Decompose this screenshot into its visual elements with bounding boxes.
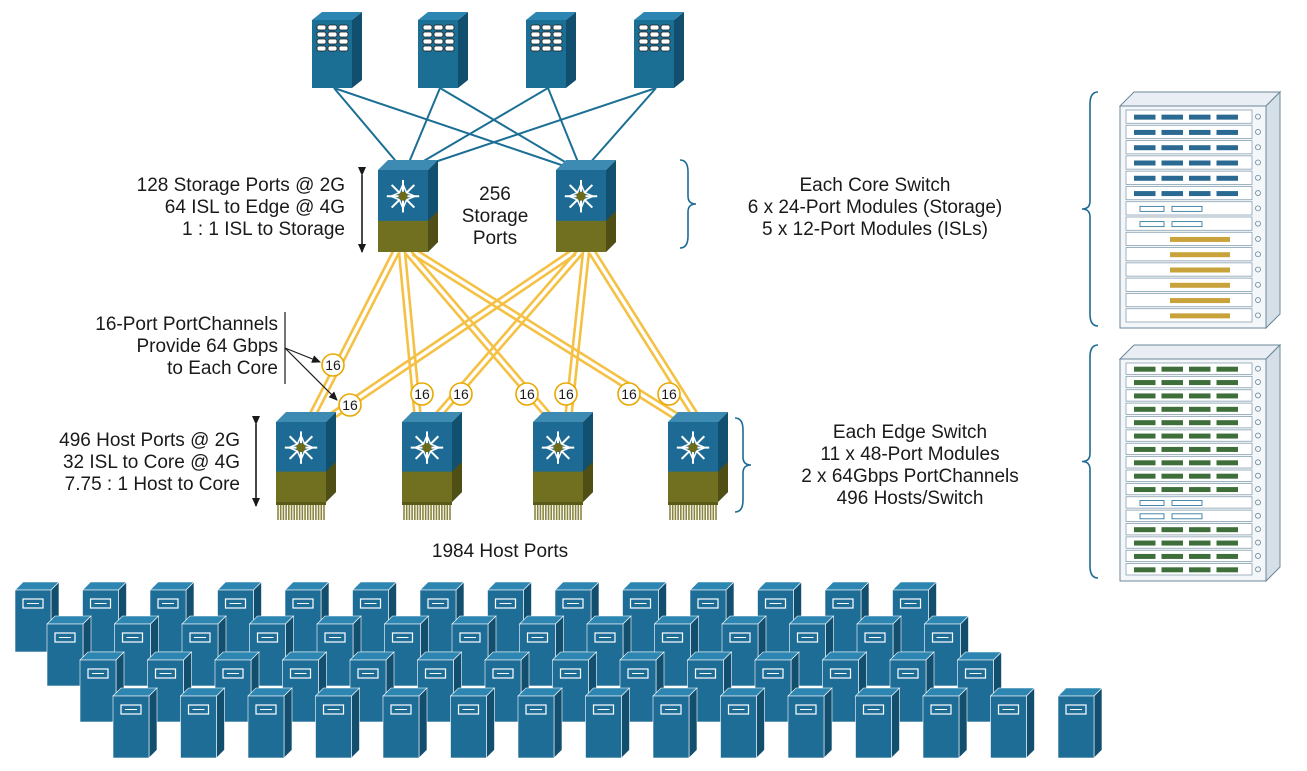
edge-switch-2 bbox=[402, 412, 462, 520]
host-server-29 bbox=[79, 651, 125, 723]
svg-text:16: 16 bbox=[414, 386, 430, 402]
storage-link-1-2 bbox=[333, 87, 583, 173]
edge-switch-spec-title: Each Edge Switch bbox=[832, 422, 988, 443]
edge-switch-spec-line-3: 2 x 64Gbps PortChannels bbox=[801, 466, 1019, 487]
core-switch-2 bbox=[556, 160, 616, 252]
portchannel-note-line-3: to Each Core bbox=[167, 358, 278, 379]
core-chassis-brace bbox=[1081, 91, 1099, 327]
devices-group bbox=[276, 12, 728, 520]
chassis-group bbox=[1118, 90, 1282, 583]
svg-text:16: 16 bbox=[519, 386, 535, 402]
core-switch-spec-line-3: 5 x 12-Port Modules (ISLs) bbox=[762, 219, 988, 240]
storage-ports-label: 256 Storage Ports bbox=[440, 184, 550, 250]
host-server-54 bbox=[854, 687, 901, 759]
edge-switch-spec-line-2: 11 x 48-Port Modules bbox=[820, 444, 1000, 465]
isl-link-core1-edge1 bbox=[306, 250, 400, 422]
host-server-44 bbox=[179, 687, 226, 759]
svg-text:16: 16 bbox=[453, 386, 469, 402]
storage-ports-unit: Ports bbox=[472, 228, 518, 249]
core-switch-spec-title: Each Core Switch bbox=[799, 175, 951, 196]
core-annotation: 128 Storage Ports @ 2G 64 ISL to Edge @ … bbox=[60, 175, 345, 241]
edge-switch-spec-line-4: 496 Hosts/Switch bbox=[836, 488, 984, 509]
storage-link-3-1 bbox=[404, 87, 549, 173]
storage-link-2-1 bbox=[404, 87, 441, 173]
svg-text:16: 16 bbox=[342, 397, 358, 413]
host-server-49 bbox=[517, 687, 563, 759]
svg-text:16: 16 bbox=[558, 386, 574, 402]
core-brace bbox=[679, 159, 697, 249]
core-annotation-line-1: 128 Storage Ports @ 2G bbox=[136, 175, 345, 196]
portchannel-badges-group: 16 16 16 16 16 16 16 16 bbox=[321, 353, 681, 417]
core-switch-1 bbox=[378, 160, 438, 252]
edge-switch-3 bbox=[533, 412, 593, 520]
host-server-52 bbox=[719, 687, 766, 759]
host-server-50 bbox=[584, 687, 631, 759]
portchannel-note: 16-Port PortChannels Provide 64 Gbps to … bbox=[50, 314, 278, 380]
host-server-45 bbox=[247, 687, 293, 759]
edge-switch-1 bbox=[276, 412, 336, 520]
host-server-55 bbox=[922, 687, 968, 759]
edge-annotation-line-1: 496 Host Ports @ 2G bbox=[59, 430, 240, 451]
isl-link-core2-edge4 bbox=[588, 249, 702, 423]
portchannel-arrow-2 bbox=[284, 347, 338, 401]
isl-link-core2-edge1 bbox=[323, 248, 577, 424]
edge-annotation-line-2: 32 ISL to Core @ 4G bbox=[62, 452, 240, 473]
core-annotation-line-2: 64 ISL to Edge @ 4G bbox=[164, 197, 345, 218]
host-server-53 bbox=[787, 687, 833, 759]
portchannel-note-line-2: Provide 64 Gbps bbox=[136, 336, 278, 357]
portchannel-note-line-1: 16-Port PortChannels bbox=[95, 314, 278, 335]
host-server-18 bbox=[248, 615, 295, 687]
storage-link-2-2 bbox=[439, 87, 583, 173]
portchannel-badge-3: 16 bbox=[410, 382, 434, 406]
host-servers-group bbox=[14, 581, 1103, 759]
annotation-arrows-group bbox=[252, 91, 1099, 579]
edge-switch-spec: Each Edge Switch 11 x 48-Port Modules 2 … bbox=[760, 422, 1060, 510]
portchannel-badge-1: 16 bbox=[321, 353, 345, 377]
host-server-47 bbox=[382, 687, 428, 759]
svg-text:16: 16 bbox=[621, 386, 637, 402]
portchannel-badge-8: 16 bbox=[657, 382, 681, 406]
edge-brace bbox=[734, 417, 752, 513]
storage-ports-count: 256 bbox=[479, 184, 511, 205]
host-server-15 bbox=[46, 615, 92, 687]
portchannel-badge-5: 16 bbox=[515, 382, 539, 406]
links-group bbox=[306, 87, 702, 424]
svg-text:16: 16 bbox=[661, 386, 677, 402]
host-server-43 bbox=[112, 687, 158, 759]
host-server-56 bbox=[989, 687, 1036, 759]
storage-link-1-1 bbox=[333, 87, 406, 173]
core-switch-spec-line-2: 6 x 24-Port Modules (Storage) bbox=[747, 197, 1003, 218]
portchannel-badge-7: 16 bbox=[617, 382, 641, 406]
host-server-51 bbox=[652, 687, 698, 759]
portchannel-arrow-1 bbox=[284, 347, 321, 363]
storage-link-4-1 bbox=[404, 87, 657, 173]
storage-array-4 bbox=[634, 12, 684, 88]
host-ports-label: 1984 Host Ports bbox=[431, 541, 569, 562]
host-server-46 bbox=[314, 687, 361, 759]
edge-annotation: 496 Host Ports @ 2G 32 ISL to Core @ 4G … bbox=[0, 430, 240, 496]
edge-chassis-brace bbox=[1081, 344, 1099, 579]
portchannel-badge-6: 16 bbox=[554, 382, 578, 406]
storage-link-4-2 bbox=[581, 87, 657, 173]
edge-switch-chassis bbox=[1118, 343, 1282, 583]
svg-text:16: 16 bbox=[325, 357, 341, 373]
edge-annotation-line-3: 7.75 : 1 Host to Core bbox=[64, 474, 240, 495]
host-server-57 bbox=[1057, 687, 1103, 759]
portchannel-badge-2: 16 bbox=[338, 393, 362, 417]
core-switch-spec: Each Core Switch 6 x 24-Port Modules (St… bbox=[705, 175, 1045, 241]
storage-array-3 bbox=[526, 12, 576, 88]
core-annotation-line-3: 1 : 1 ISL to Storage bbox=[181, 219, 345, 240]
core-switch-chassis bbox=[1118, 90, 1282, 330]
host-server-48 bbox=[449, 687, 496, 759]
storage-link-3-2 bbox=[547, 87, 583, 173]
storage-array-1 bbox=[312, 12, 362, 88]
storage-ports-word: Storage bbox=[461, 206, 529, 227]
portchannel-badge-4: 16 bbox=[449, 382, 473, 406]
storage-array-2 bbox=[418, 12, 468, 88]
edge-switch-4 bbox=[668, 412, 728, 520]
